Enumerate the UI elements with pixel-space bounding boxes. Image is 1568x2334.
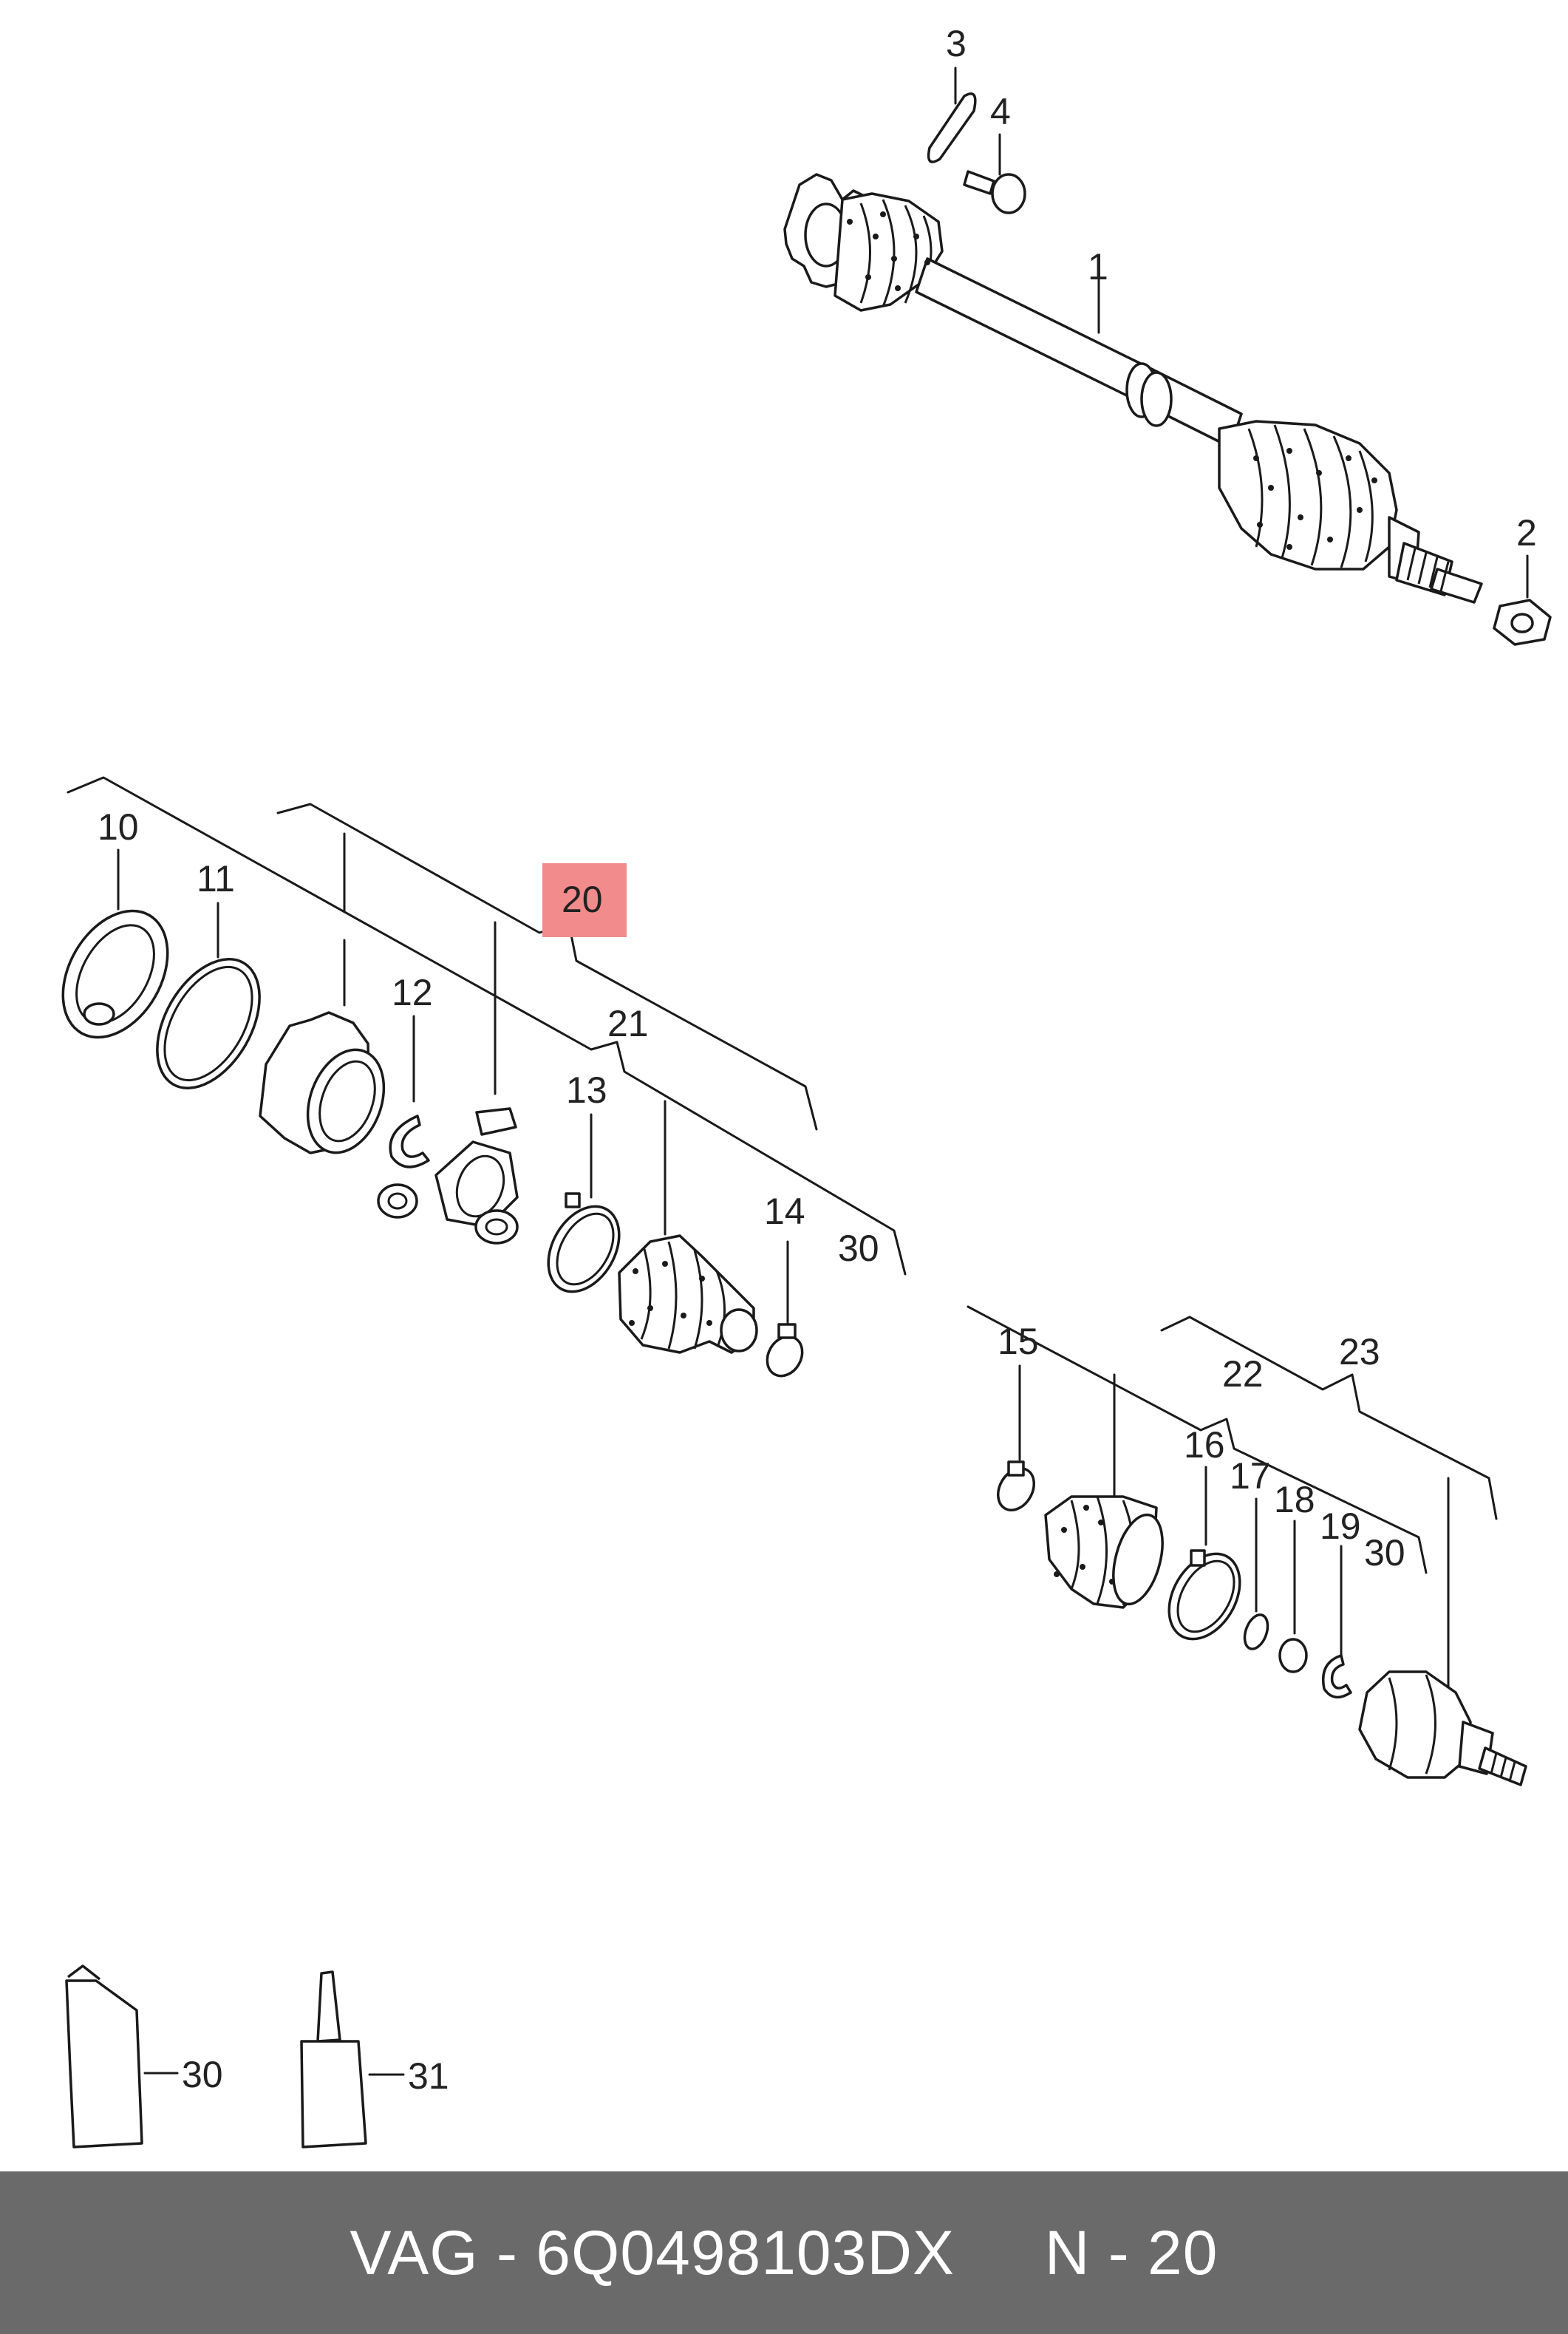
footer-part-number: VAG - 6Q0498103DX N - 20	[350, 2217, 1218, 2287]
callout-10: 10	[98, 806, 139, 848]
leader-lines-middle	[117, 832, 789, 1324]
callout-19: 19	[1320, 1505, 1361, 1547]
callout-11: 11	[197, 858, 235, 899]
leader-lines-top	[954, 67, 1529, 599]
boot-outer	[1044, 1495, 1164, 1609]
callout-3: 3	[946, 23, 967, 64]
callout-15: 15	[998, 1321, 1039, 1362]
callout-1: 1	[1088, 246, 1108, 288]
drive-shaft-assembly	[783, 173, 1483, 604]
callout-20: 20	[562, 879, 603, 920]
clamp-large	[547, 1192, 621, 1293]
callout-30-right: 30	[1364, 1532, 1405, 1573]
callout-22: 22	[1222, 1353, 1264, 1395]
thrust-washer	[1278, 1638, 1308, 1673]
callout-16: 16	[1184, 1424, 1225, 1466]
highlighted-callout-20: 20	[542, 863, 627, 937]
outer-cv-joint	[1358, 1670, 1527, 1786]
cover-ring	[61, 909, 169, 1039]
tripod-roller	[377, 1107, 519, 1245]
callout-30-middle: 30	[838, 1228, 879, 1269]
callout-labels: 1 2 3 4 10 11 12 13 14 15 16 17 18 19 21…	[98, 23, 1537, 2097]
outer-clamp-small	[997, 1460, 1035, 1511]
callout-23: 23	[1339, 1331, 1380, 1372]
outer-joint-brackets	[967, 1305, 1498, 1574]
callout-14: 14	[764, 1191, 805, 1232]
sealant-bottle	[300, 1970, 405, 2148]
callout-2: 2	[1516, 512, 1537, 554]
callout-21: 21	[607, 1003, 649, 1044]
lock-plate	[927, 92, 977, 163]
callout-4: 4	[990, 91, 1011, 132]
outer-circlip	[1322, 1654, 1352, 1699]
callout-17: 17	[1230, 1455, 1271, 1497]
joint-housing	[259, 1011, 386, 1154]
clamp-small	[766, 1323, 804, 1378]
callout-31: 31	[408, 2055, 449, 2097]
callout-18: 18	[1274, 1479, 1315, 1520]
circlip	[389, 1115, 430, 1168]
boot-inner	[618, 1234, 758, 1354]
callout-13: 13	[566, 1069, 607, 1111]
nut	[1493, 599, 1552, 646]
highlight-box	[542, 863, 627, 937]
leader-lines-right	[1018, 1364, 1450, 1701]
footer-bar: VAG - 6Q0498103DX N - 20	[0, 2171, 1568, 2334]
grease-tube	[65, 1964, 179, 2148]
bolt	[963, 170, 1026, 214]
exploded-parts-diagram: 1 2 3 4 10 11 12 13 14 15 16 17 18 19 21…	[61, 23, 1552, 2148]
spacer-ring	[1243, 1613, 1269, 1650]
gasket	[156, 958, 261, 1089]
outer-clamp-large	[1168, 1549, 1241, 1641]
callout-12: 12	[392, 972, 433, 1013]
boot-dots	[847, 211, 1377, 550]
callout-30-bottom: 30	[182, 2054, 223, 2095]
